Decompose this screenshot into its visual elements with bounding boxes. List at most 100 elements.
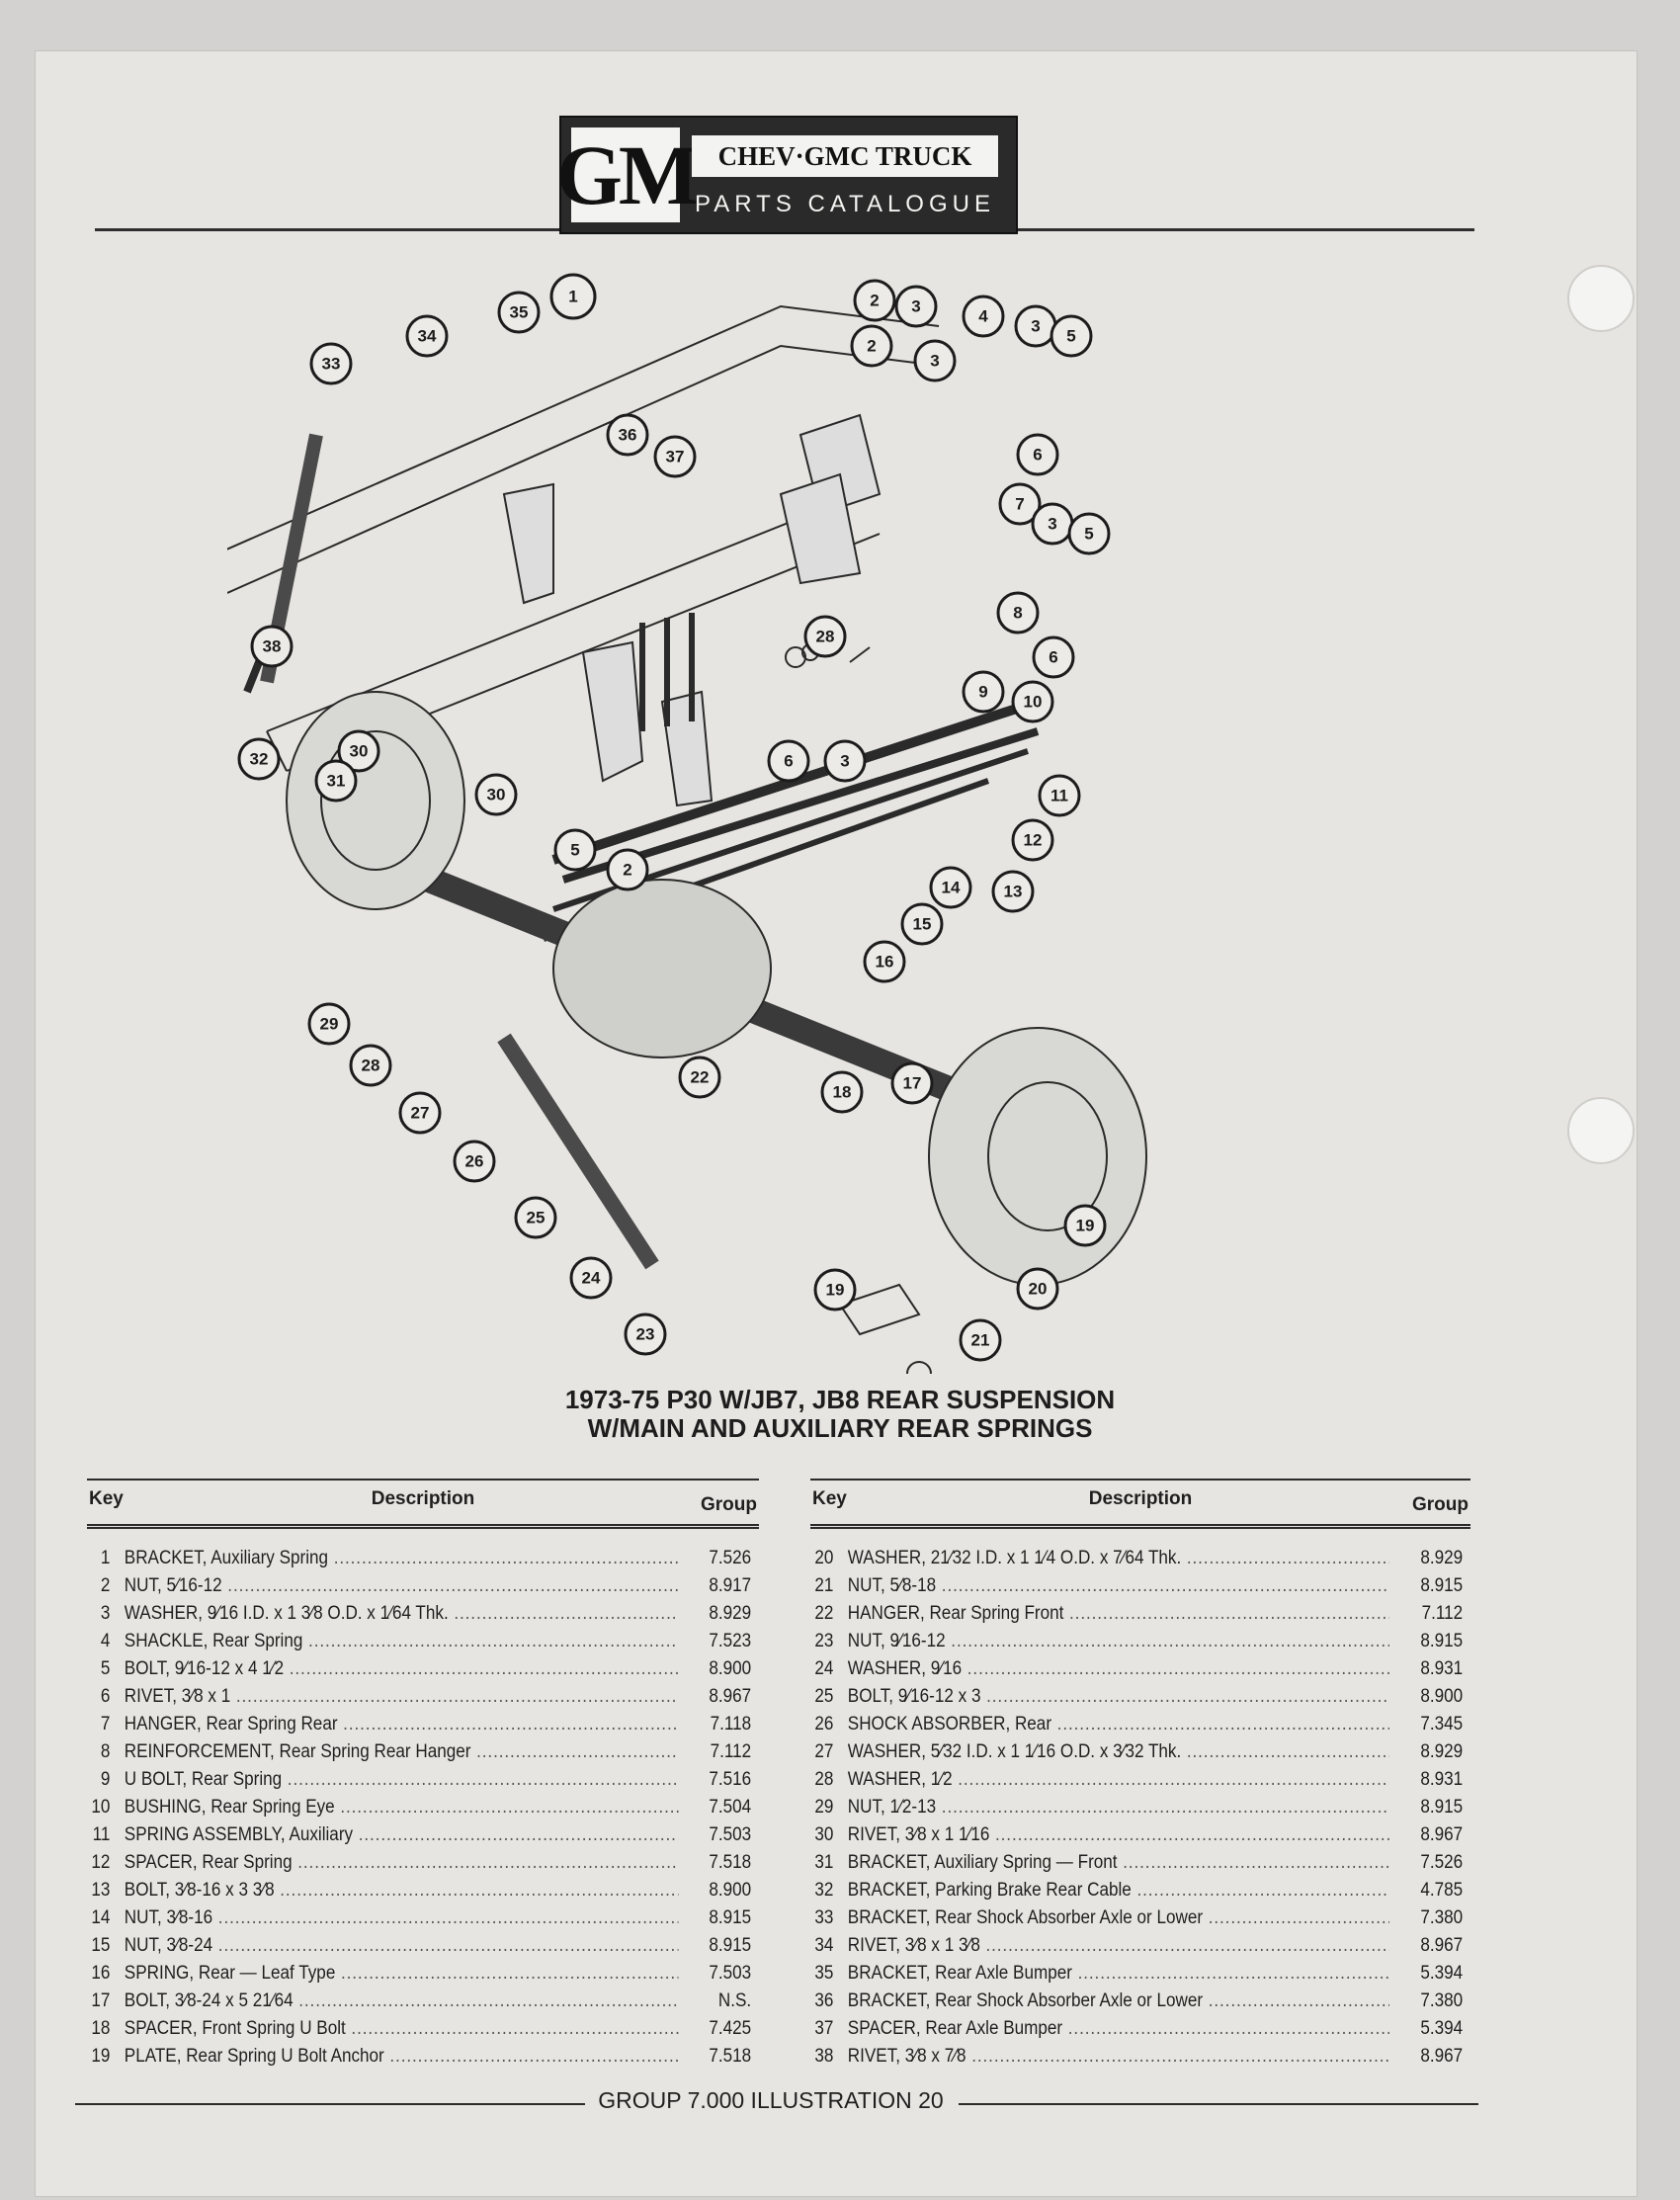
part-key: 27 [814, 1741, 834, 1762]
part-key: 11 [92, 1824, 111, 1845]
part-group: 8.900 [709, 1658, 752, 1679]
binder-hole-middle [1567, 1097, 1635, 1164]
callout-number: 28 [816, 628, 835, 646]
part-key: 18 [91, 2018, 111, 2039]
part-group: 5.394 [1420, 2018, 1464, 2039]
part-key: 28 [814, 1769, 834, 1790]
callout-circle [474, 773, 518, 816]
part-key: 10 [91, 1797, 111, 1818]
part-group: 7.526 [1420, 1852, 1464, 1873]
callout-number: 5 [1066, 327, 1075, 346]
callout-circle [929, 866, 972, 909]
callout-circle [1032, 635, 1075, 679]
callout-number: 25 [527, 1209, 546, 1227]
part-description: BOLT, 3⁄8-24 x 5 21⁄64 [125, 1988, 679, 2015]
part-description: BRACKET, Auxiliary Spring [125, 1545, 679, 1572]
part-group: N.S. [717, 1990, 752, 2011]
part-group: 7.503 [709, 1824, 752, 1845]
callout-circle [894, 285, 938, 328]
callout-circle [337, 729, 380, 773]
part-description: U BOLT, Rear Spring [125, 1766, 679, 1794]
part-key: 19 [91, 2046, 111, 2067]
rear-suspension-exploded-diagram: 1 2 3 2 3 4 3 5 6 7 3 5 8 6 9 10 11 12 1… [227, 273, 1147, 1374]
part-group: 7.518 [709, 1852, 752, 1873]
part-group: 5.394 [1420, 1963, 1464, 1984]
part-key: 3 [100, 1603, 111, 1624]
callout-number: 33 [322, 355, 341, 374]
header-key: Key [812, 1488, 847, 1509]
callout-number: 37 [666, 448, 685, 466]
part-group: 7.345 [1420, 1714, 1464, 1735]
callout-circle [553, 828, 597, 872]
callout-circle [996, 591, 1040, 635]
callout-circle [850, 324, 893, 368]
illustration-caption: 1973-75 P30 W/JB7, JB8 REAR SUSPENSION W… [296, 1386, 1384, 1443]
part-key: 21 [814, 1575, 834, 1596]
callout-circle [514, 1196, 557, 1239]
part-group: 8.915 [709, 1907, 752, 1928]
callout-number: 10 [1024, 693, 1043, 712]
part-group: 8.967 [709, 1686, 752, 1707]
part-description: WASHER, 5⁄32 I.D. x 1 1⁄16 O.D. x 3⁄32 T… [848, 1738, 1390, 1766]
callout-circle [853, 279, 896, 322]
callout-circle [349, 1044, 392, 1087]
callout-number: 6 [1049, 648, 1057, 667]
callout-number: 15 [913, 915, 932, 934]
callout-circle [307, 1002, 351, 1046]
part-key: 4 [100, 1631, 111, 1651]
part-group: 8.929 [709, 1603, 752, 1624]
table-row: 27 WASHER, 5⁄32 I.D. x 1 1⁄16 O.D. x 3⁄32… [810, 1738, 1470, 1766]
caption-line-1: 1973-75 P30 W/JB7, JB8 REAR SUSPENSION [564, 1385, 1116, 1414]
part-group: 7.503 [709, 1963, 752, 1984]
callout-circle [823, 739, 867, 783]
callout-number: 24 [582, 1269, 601, 1288]
part-description: SPRING ASSEMBLY, Auxiliary [125, 1821, 679, 1849]
callout-circle [962, 295, 1005, 338]
callout-number: 4 [978, 307, 988, 326]
part-description: WASHER, 21⁄32 I.D. x 1 1⁄4 O.D. x 7⁄64 T… [848, 1545, 1390, 1572]
callout-circle [959, 1318, 1002, 1362]
part-description: NUT, 5⁄8-18 [848, 1572, 1390, 1600]
part-description: SHOCK ABSORBER, Rear [848, 1711, 1390, 1738]
part-key: 14 [91, 1907, 111, 1928]
header-description: Description [371, 1488, 475, 1509]
part-description: BRACKET, Auxiliary Spring — Front [848, 1849, 1390, 1877]
callout-number: 3 [1048, 515, 1056, 534]
part-group: 7.516 [709, 1769, 752, 1790]
part-key: 25 [814, 1686, 834, 1707]
part-description: HANGER, Rear Spring Front [848, 1600, 1390, 1628]
callout-circle [309, 342, 353, 385]
part-key: 1 [100, 1548, 111, 1568]
callout-circle [250, 625, 294, 668]
part-description: BRACKET, Rear Shock Absorber Axle or Low… [848, 1904, 1390, 1932]
part-description: BRACKET, Parking Brake Rear Cable [848, 1877, 1390, 1904]
callout-circle [453, 1140, 496, 1183]
part-group: 8.900 [1420, 1686, 1464, 1707]
callout-circle [497, 291, 541, 334]
part-group: 8.967 [1420, 1824, 1464, 1845]
part-description: BRACKET, Rear Axle Bumper [848, 1960, 1390, 1988]
callout-circle [624, 1312, 667, 1356]
part-key: 9 [100, 1769, 111, 1790]
callout-number: 18 [833, 1083, 852, 1102]
callout-circle [405, 314, 449, 358]
callout-number: 30 [350, 742, 369, 761]
callout-number: 13 [1004, 883, 1023, 901]
part-key: 20 [814, 1548, 834, 1568]
